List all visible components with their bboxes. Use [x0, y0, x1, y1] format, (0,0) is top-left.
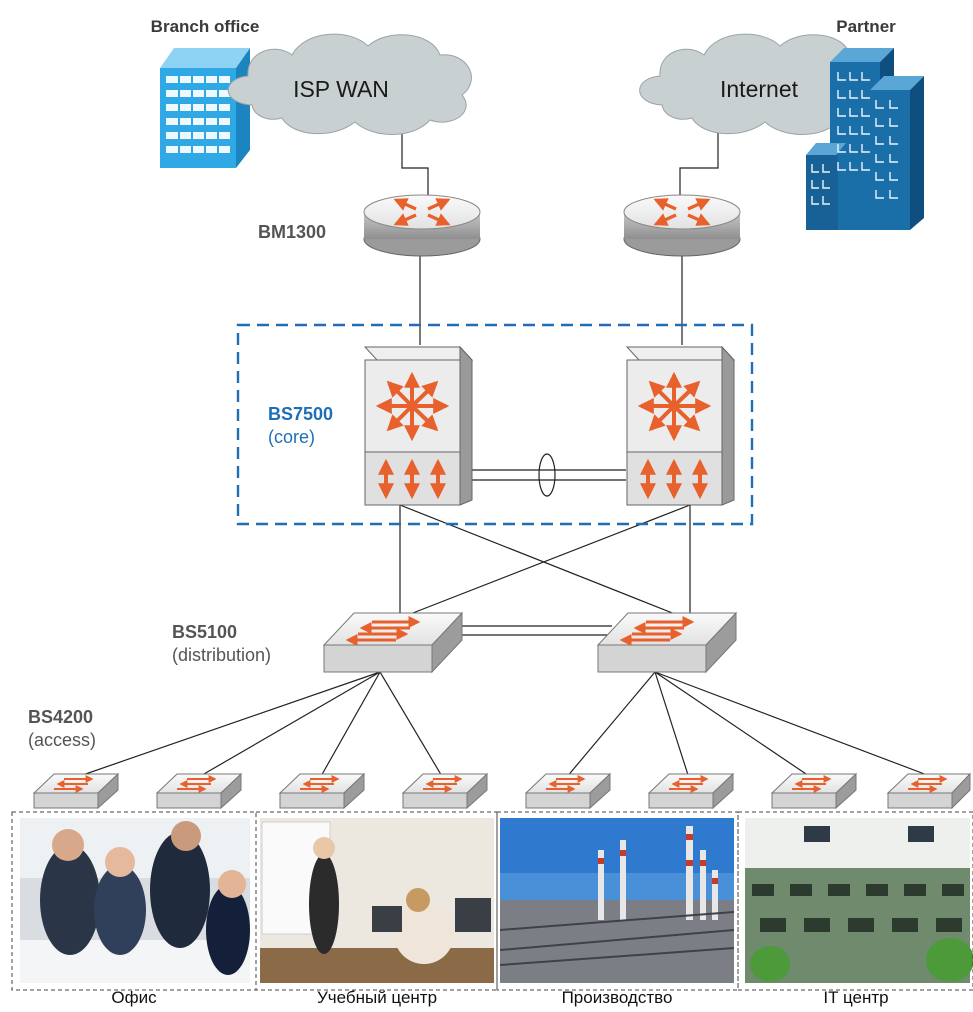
- partner-label: Partner: [836, 17, 896, 36]
- internet-label: Internet: [720, 76, 799, 102]
- isp-wan-cloud-icon: [227, 33, 472, 135]
- isp-wan-label: ISP WAN: [293, 76, 389, 102]
- router-model-label: BM1300: [258, 222, 326, 242]
- branch-office-label: Branch office: [151, 17, 260, 36]
- core-role-label: (core): [268, 427, 315, 447]
- access-switch-icon: [401, 772, 489, 810]
- partner-building-icon: [806, 48, 924, 230]
- photo-caption-production: Производство: [562, 988, 673, 1007]
- links: [73, 130, 936, 779]
- photo-it-center: [745, 818, 973, 983]
- distribution-role-label: (distribution): [172, 645, 271, 665]
- access-switch-icon: [886, 772, 972, 810]
- access-role-label: (access): [28, 730, 96, 750]
- distribution-peer-link: [462, 625, 612, 636]
- access-switch-icon: [524, 772, 612, 810]
- photo-office: [20, 818, 250, 983]
- photo-caption-training: Учебный центр: [317, 988, 437, 1007]
- distribution-model-label: BS5100: [172, 622, 237, 642]
- router-left-icon: [363, 194, 481, 257]
- core-group-box: [236, 323, 754, 526]
- access-switch-icon: [155, 772, 243, 810]
- core-peer-link: [472, 453, 626, 497]
- core-switch-right-icon: [625, 345, 736, 506]
- distribution-switch-left-icon: [322, 611, 464, 674]
- photo-training-center: [260, 818, 494, 983]
- access-switch-icon: [770, 772, 858, 810]
- access-switch-icon: [278, 772, 366, 810]
- distribution-switch-right-icon: [596, 611, 738, 674]
- core-switch-left-icon: [363, 345, 474, 506]
- core-model-label: BS7500: [268, 404, 333, 424]
- access-switches: [32, 772, 972, 810]
- photo-caption-office: Офис: [111, 988, 157, 1007]
- photo-frames: [11, 811, 973, 991]
- access-switch-icon: [647, 772, 735, 810]
- photo-production: [499, 818, 735, 983]
- router-right-icon: [623, 194, 741, 257]
- branch-office-building-icon: [160, 48, 250, 168]
- photo-caption-it: IT центр: [823, 988, 888, 1007]
- access-switch-icon: [32, 772, 120, 810]
- access-model-label: BS4200: [28, 707, 93, 727]
